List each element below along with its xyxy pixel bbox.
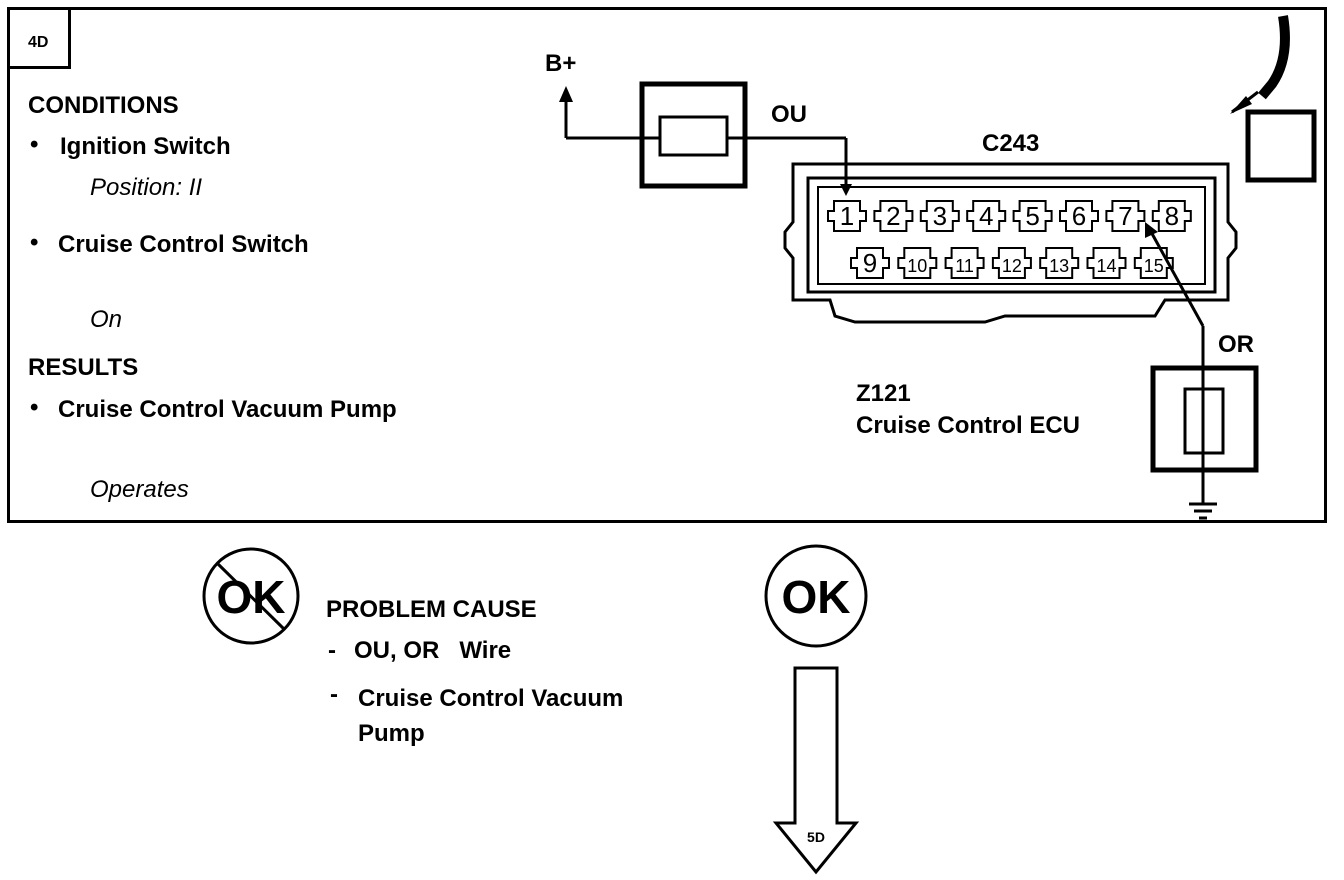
test-step-panel bbox=[7, 7, 1327, 523]
condition-state: On bbox=[90, 306, 123, 333]
cause-item: Cruise Control Vacuum Pump bbox=[358, 685, 624, 747]
step-id: 4D bbox=[28, 34, 49, 51]
condition-state: Position: II bbox=[90, 174, 203, 201]
component-name: Cruise Control ECU bbox=[856, 412, 1081, 439]
cause-dash: - bbox=[330, 681, 338, 708]
next-step-arrow bbox=[772, 666, 860, 875]
cause-item: OU, OR Wire bbox=[354, 637, 512, 664]
conditions-heading: CONDITIONS bbox=[28, 92, 179, 119]
next-step-label: 5D bbox=[807, 829, 825, 845]
result-bullet: • bbox=[30, 394, 39, 421]
problem-cause-heading: PROBLEM CAUSE bbox=[326, 596, 537, 623]
cause-dash: - bbox=[328, 637, 336, 664]
result-label: Cruise Control Vacuum Pump bbox=[58, 396, 397, 423]
component-id: Z121 bbox=[856, 380, 911, 407]
results-heading: RESULTS bbox=[28, 354, 139, 381]
ok-symbol bbox=[764, 544, 868, 648]
condition-bullet: • bbox=[30, 131, 39, 158]
not-ok-label: OK bbox=[217, 571, 286, 623]
wire-label-or: OR bbox=[1218, 331, 1254, 358]
wire-label-ou: OU bbox=[771, 101, 807, 128]
not-ok-symbol bbox=[202, 547, 300, 645]
connector-label: C243 bbox=[982, 130, 1040, 157]
result-state: Operates bbox=[90, 476, 189, 503]
step-tag bbox=[9, 9, 71, 69]
supply-label: B+ bbox=[545, 50, 577, 77]
condition-label: Ignition Switch bbox=[60, 133, 231, 160]
condition-bullet: • bbox=[30, 229, 39, 256]
ok-label: OK bbox=[782, 571, 851, 623]
condition-label: Cruise Control Switch bbox=[58, 231, 309, 258]
